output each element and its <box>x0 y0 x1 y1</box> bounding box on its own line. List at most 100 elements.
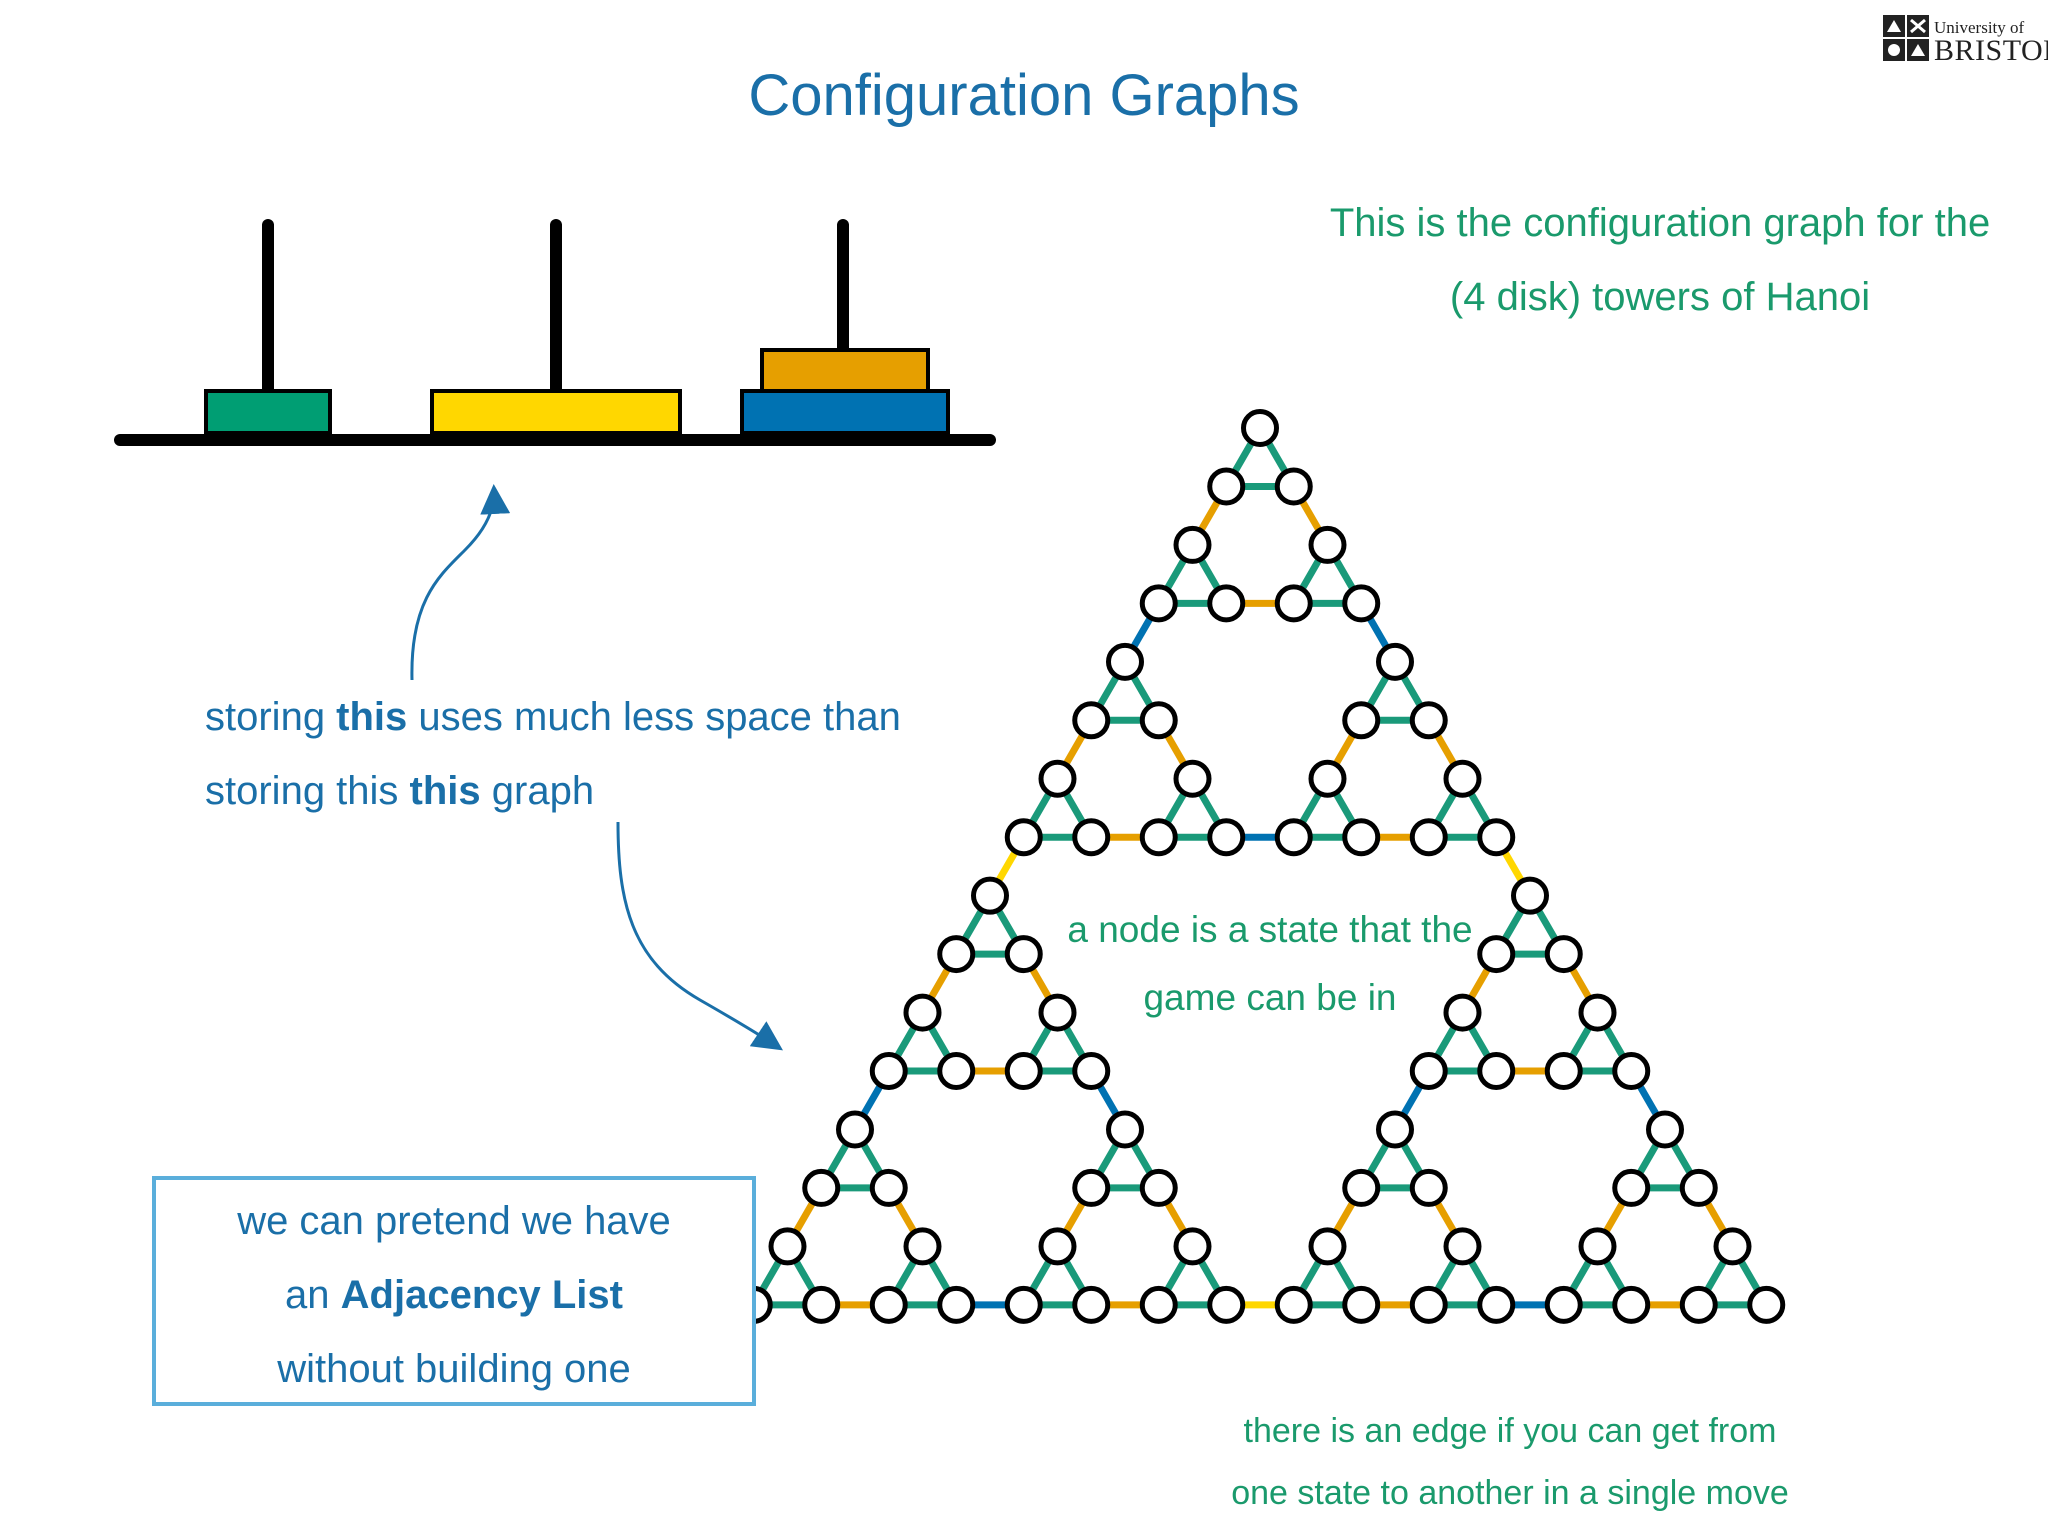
graph-node <box>1038 1227 1077 1266</box>
graph-node <box>1241 409 1279 447</box>
arrow-up-to-towers <box>410 484 511 681</box>
slide-title: Configuration Graphs <box>748 63 1300 128</box>
graph-node <box>1443 993 1482 1032</box>
graph-node <box>1342 1285 1381 1324</box>
node-note: a node is a state that the game can be i… <box>1030 896 1510 1032</box>
graph-node <box>1308 525 1347 564</box>
graph-node <box>1072 1285 1111 1324</box>
graph-node <box>1477 1052 1516 1091</box>
graph-node <box>1612 1052 1651 1091</box>
graph-node <box>903 993 942 1032</box>
graph-node <box>1004 935 1043 974</box>
disk-big-blue <box>740 389 950 435</box>
edge-note-line-1: there is an edge if you can get from <box>1243 1412 1777 1450</box>
adjacency-list-callout: we can pretend we have an Adjacency List… <box>152 1176 756 1406</box>
graph-node <box>1274 1285 1313 1324</box>
node-note-line-2: game can be in <box>1143 977 1397 1018</box>
graph-node <box>1612 1168 1651 1207</box>
graph-node <box>1004 1285 1043 1324</box>
crest-icon <box>1883 15 1929 61</box>
graph-node <box>1038 759 1077 798</box>
graph-node <box>1342 584 1381 623</box>
graph-node <box>1679 1285 1718 1324</box>
graph-node <box>1443 759 1482 798</box>
graph-node <box>1207 584 1246 623</box>
graph-node <box>1713 1227 1752 1266</box>
graph-node <box>1544 1052 1583 1091</box>
graph-node <box>1342 701 1381 740</box>
graph-node <box>1612 1285 1651 1324</box>
graph-node <box>1544 1285 1583 1324</box>
logo-line-1: University of <box>1934 18 2025 37</box>
graph-node <box>802 1168 841 1207</box>
storage-note-line-2: storing this this graph <box>205 769 595 813</box>
graph-node <box>869 1285 908 1324</box>
graph-node <box>1173 525 1212 564</box>
graph-node <box>1747 1285 1786 1324</box>
graph-node <box>836 1110 874 1149</box>
graph-node <box>1038 993 1077 1032</box>
graph-node <box>768 1227 807 1266</box>
graph-description-line-2: (4 disk) towers of Hanoi <box>1449 275 1871 319</box>
graph-node <box>937 1285 976 1324</box>
graph-node <box>869 1052 908 1091</box>
logo-line-2: BRISTOL <box>1934 34 2048 67</box>
towers-of-hanoi <box>114 219 996 446</box>
graph-node <box>1308 759 1347 798</box>
graph-node <box>937 935 976 974</box>
disk-medium-orange <box>760 348 930 393</box>
graph-node <box>1004 1052 1043 1091</box>
graph-node <box>1139 818 1178 857</box>
graph-node <box>1106 642 1144 681</box>
graph-node <box>1409 1052 1448 1091</box>
graph-node <box>1072 1052 1111 1091</box>
graph-node <box>1342 818 1381 857</box>
university-logo: University of BRISTOL <box>1882 14 2048 67</box>
graph-node <box>1207 467 1246 506</box>
graph-node <box>1578 1227 1617 1266</box>
graph-node <box>802 1285 841 1324</box>
storage-note-line-1: storing this uses much less space than <box>205 695 901 739</box>
graph-node <box>1139 584 1178 623</box>
graph-node <box>1308 1227 1347 1266</box>
graph-edges <box>750 426 1770 1309</box>
graph-node <box>1578 993 1617 1032</box>
graph-node <box>1679 1168 1718 1207</box>
graph-node <box>1409 701 1448 740</box>
graph-node <box>1207 1285 1246 1324</box>
graph-node <box>1409 1168 1448 1207</box>
graph-node <box>1511 876 1549 915</box>
disk-small-teal <box>204 389 332 435</box>
graph-node <box>1139 1168 1178 1207</box>
graph-node <box>1274 818 1313 857</box>
graph-node <box>1072 701 1111 740</box>
graph-node <box>903 1227 942 1266</box>
graph-description-line-1: This is the configuration graph for the <box>1329 201 1991 245</box>
graph-node <box>1106 1110 1144 1149</box>
graph-node <box>1477 818 1516 857</box>
node-note-line-1: a node is a state that the <box>1067 909 1473 950</box>
graph-node <box>1072 1168 1111 1207</box>
graph-node <box>1274 584 1313 623</box>
graph-description: This is the configuration graph for the … <box>1300 186 2020 334</box>
edge-note: there is an edge if you can get from one… <box>1180 1400 1840 1524</box>
graph-node <box>1342 1168 1381 1207</box>
graph-node <box>1477 1285 1516 1324</box>
graph-node <box>869 1168 908 1207</box>
callout-line-3: without building one <box>277 1347 631 1391</box>
graph-node <box>1477 935 1516 974</box>
graph-node <box>1409 818 1448 857</box>
disk-large-yellow <box>430 389 682 435</box>
graph-node <box>1443 1227 1482 1266</box>
storage-note: storing this uses much less space than s… <box>205 680 901 828</box>
arrow-to-graph <box>616 821 783 1051</box>
graph-node <box>1544 935 1583 974</box>
graph-node <box>1274 467 1313 506</box>
graph-nodes <box>734 409 1786 1324</box>
graph-node <box>1376 642 1414 681</box>
graph-node <box>971 876 1009 915</box>
graph-node <box>1139 1285 1178 1324</box>
graph-node <box>1646 1110 1684 1149</box>
graph-node <box>937 1052 976 1091</box>
